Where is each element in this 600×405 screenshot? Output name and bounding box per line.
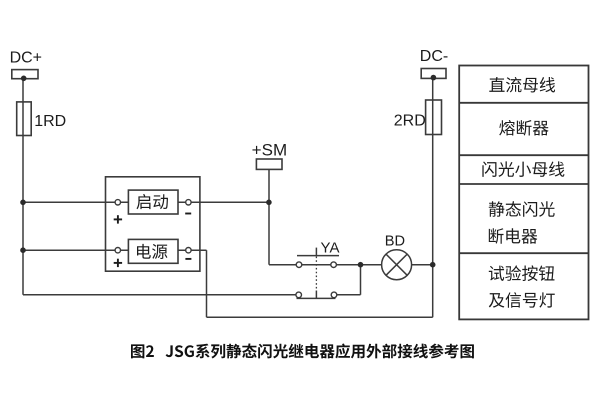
- svg-text:2RD: 2RD: [394, 113, 426, 130]
- svg-text:+SM: +SM: [252, 141, 287, 160]
- svg-text:DC+: DC+: [10, 49, 42, 66]
- svg-text:1RD: 1RD: [34, 113, 66, 130]
- svg-text:DC-: DC-: [420, 48, 448, 65]
- svg-text:BD: BD: [385, 234, 405, 250]
- svg-text:YA: YA: [321, 239, 340, 256]
